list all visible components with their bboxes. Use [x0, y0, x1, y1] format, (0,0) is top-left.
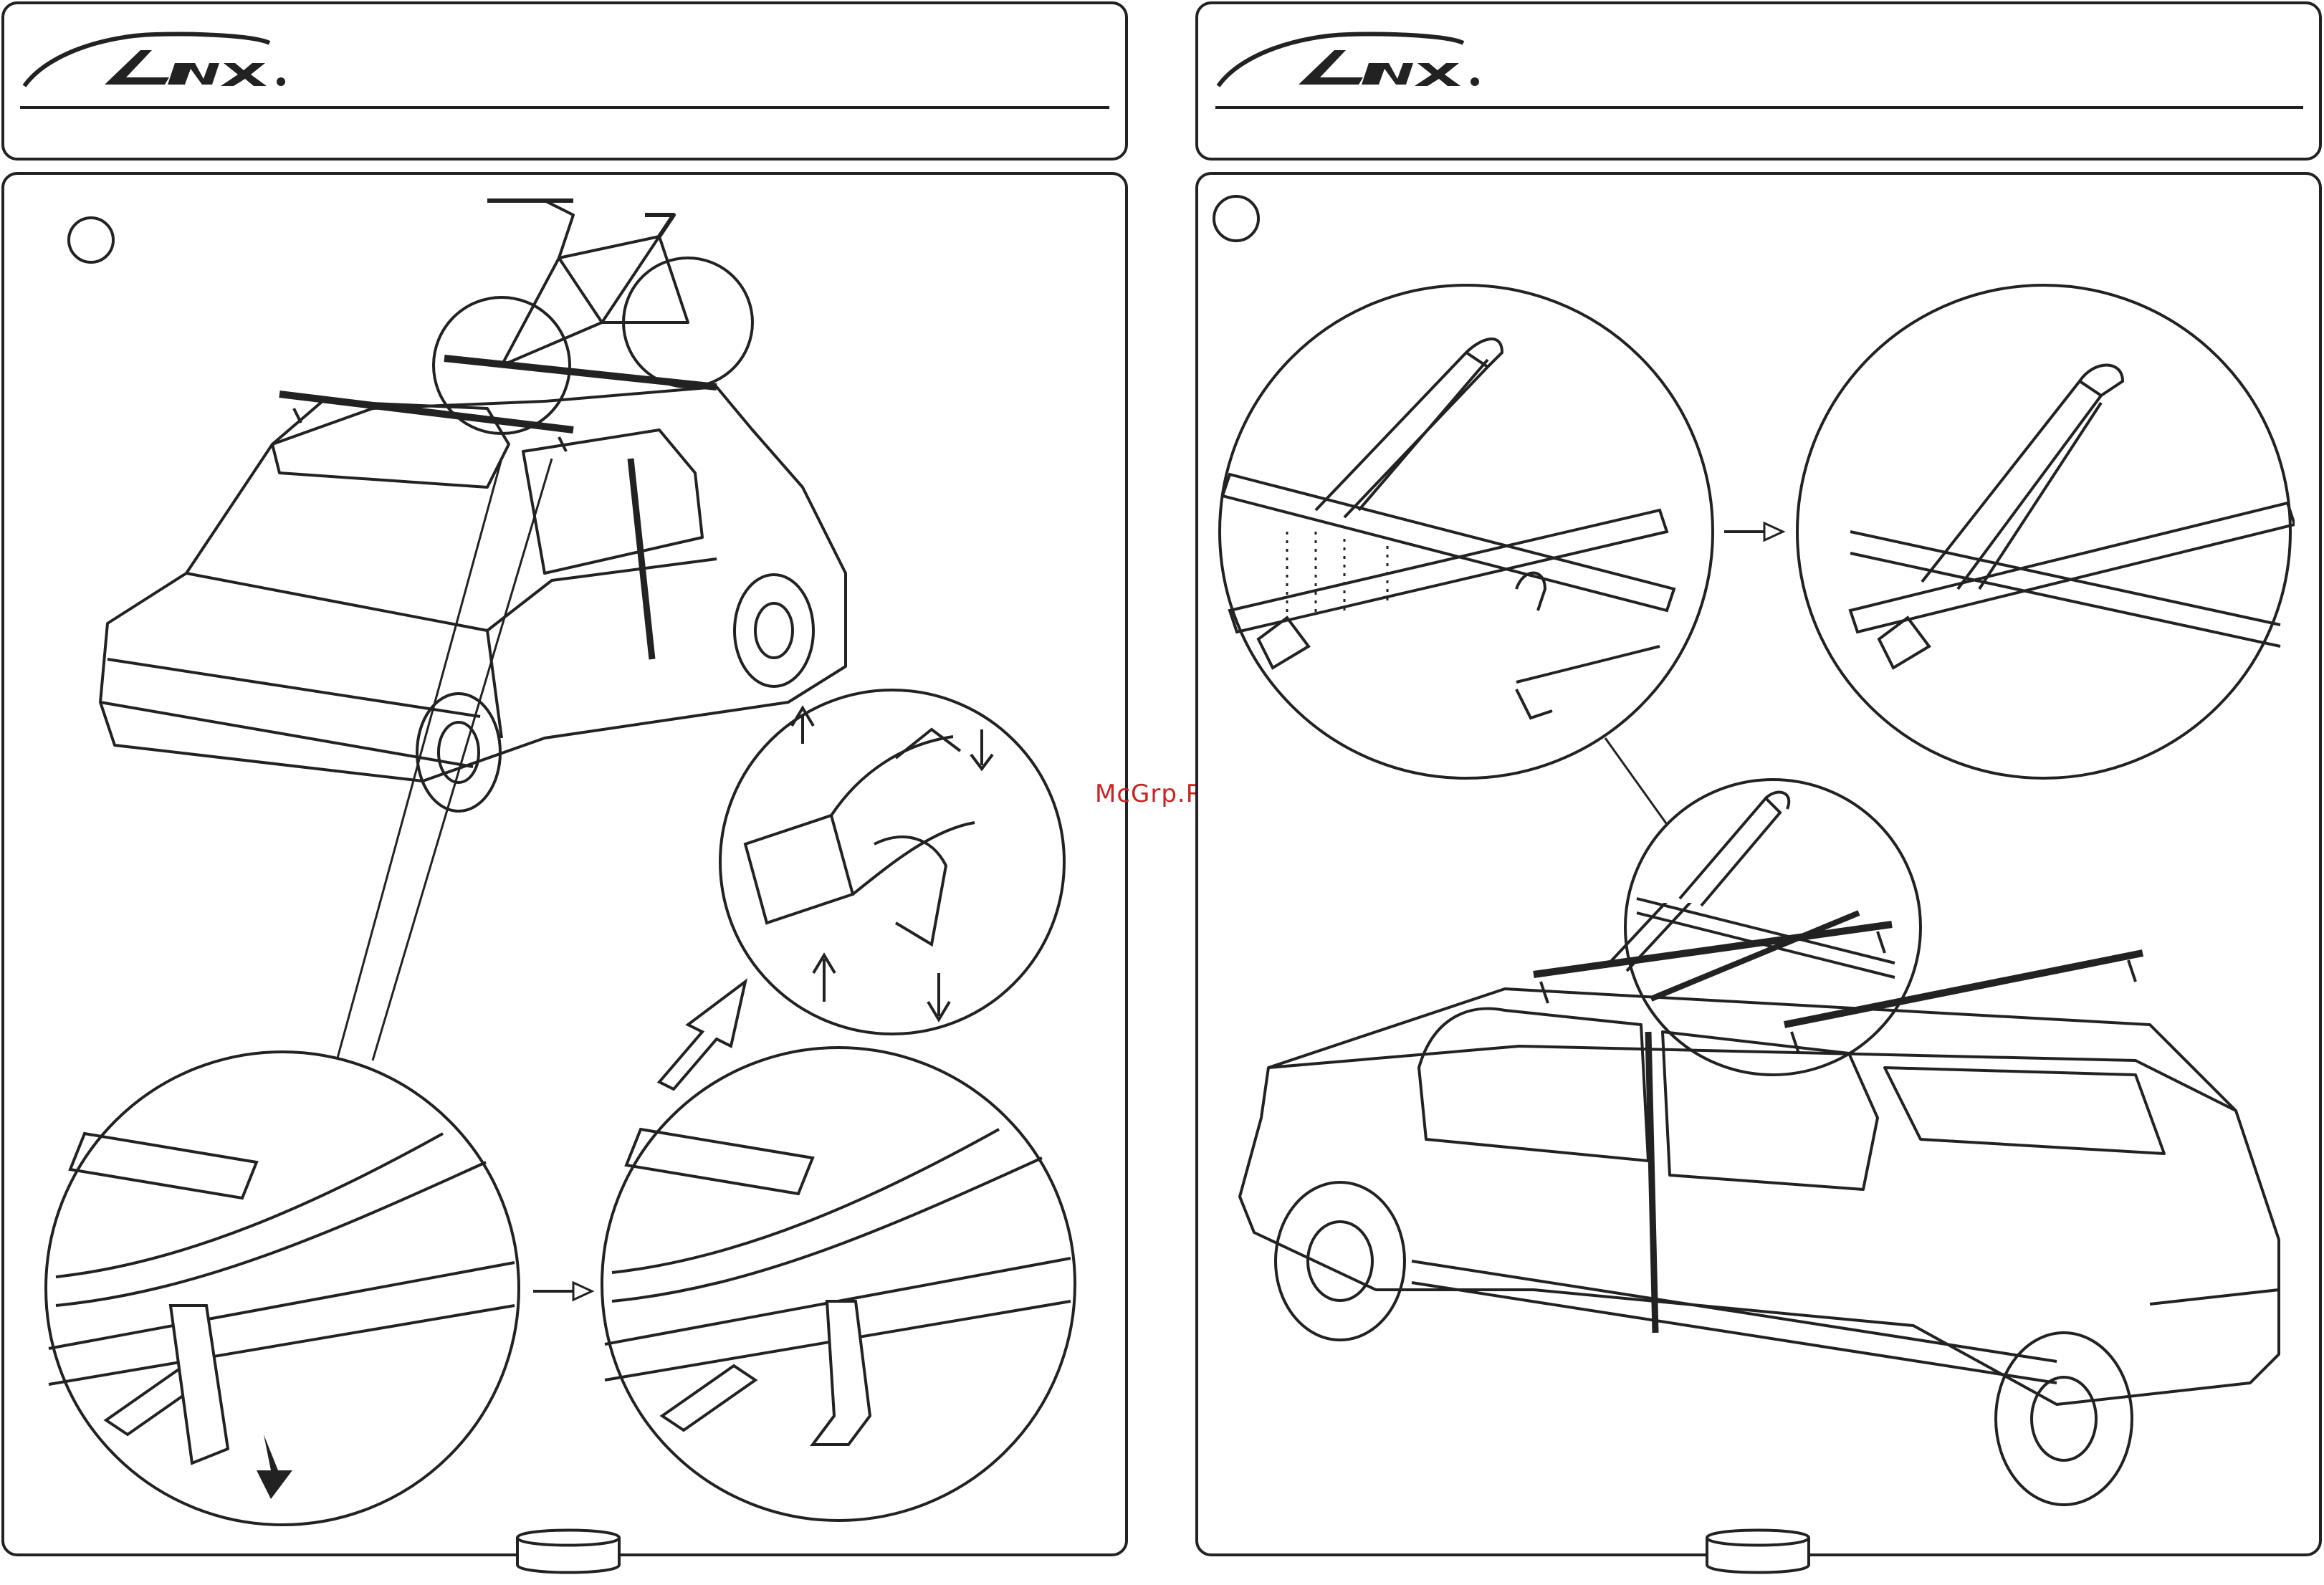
brand-logo-right: [1213, 14, 1485, 99]
header-rule-right: [1215, 106, 2303, 109]
page-tab-right: [1704, 1523, 1812, 1579]
brand-logo-left: [19, 14, 291, 99]
arrow-right-icon: [530, 1277, 595, 1306]
carrier-mount-after: [1793, 281, 2295, 782]
arrow-right-icon-2: [1721, 517, 1786, 546]
carrier-mount-before: [1215, 281, 1717, 782]
clamp-detail-circle: [717, 686, 1068, 1038]
zoom-leader-lines-left: [315, 444, 659, 1089]
strap-detail-before: [42, 1048, 523, 1529]
step-number-circle-right: [1213, 195, 1260, 242]
header-rule-left: [20, 106, 1109, 109]
strap-detail-after: [598, 1043, 1079, 1525]
page-tab-left: [515, 1523, 622, 1579]
minivan-illustration: [1233, 903, 2293, 1548]
